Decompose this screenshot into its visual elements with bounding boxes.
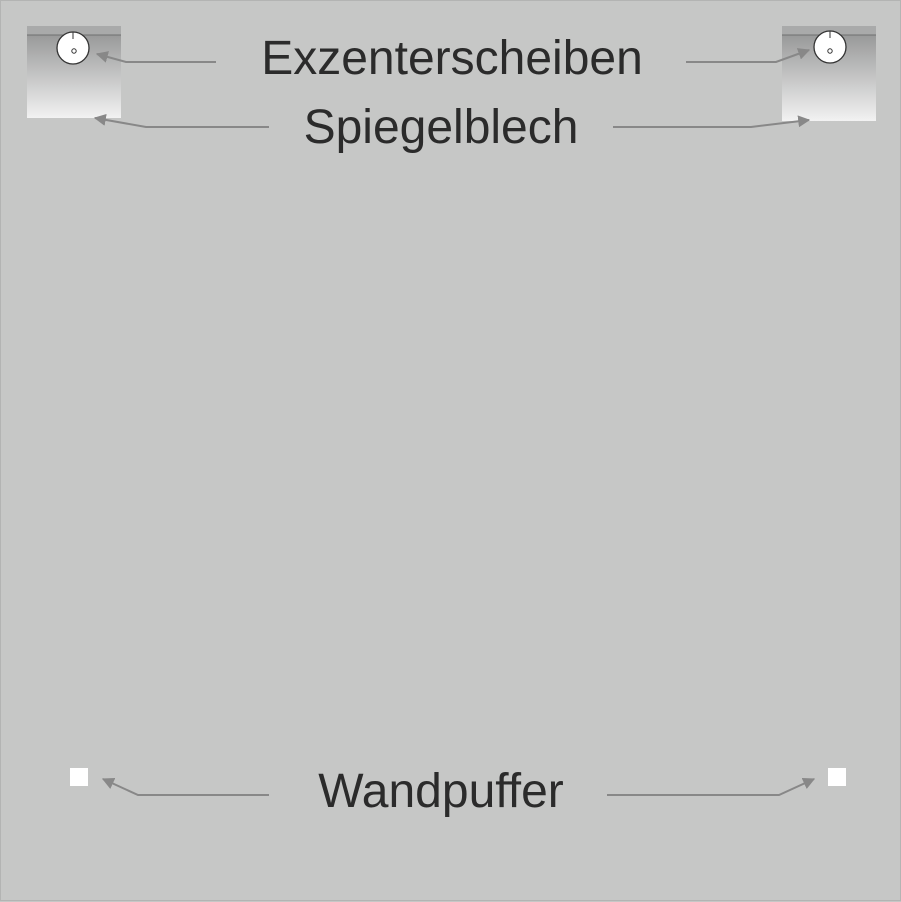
arrow-eccentric-right [686, 48, 811, 63]
arrow-plate-right [613, 115, 811, 128]
arrow-eccentric-left [95, 51, 216, 63]
label-mirror-plate: Spiegelblech [303, 101, 579, 154]
arrow-buffer-right [607, 778, 816, 796]
eccentric-disc-left [56, 31, 90, 65]
arrow-plate-left [93, 113, 269, 128]
label-eccentric-discs: Exzenterscheiben [261, 32, 643, 85]
wall-buffer-right [828, 768, 846, 786]
arrow-buffer-left [101, 778, 269, 796]
label-wall-buffer: Wandpuffer [318, 765, 564, 818]
wall-buffer-left [70, 768, 88, 786]
eccentric-disc-right [813, 30, 847, 64]
